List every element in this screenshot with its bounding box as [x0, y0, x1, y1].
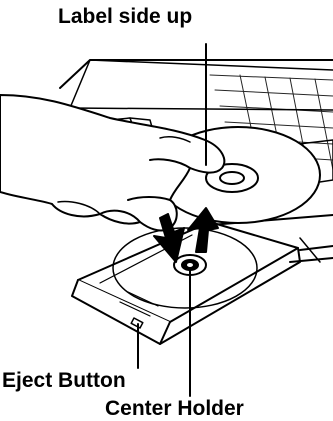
label-side-up-callout: Label side up	[58, 6, 192, 27]
eject-button-callout: Eject Button	[2, 370, 126, 391]
center-holder-callout: Center Holder	[105, 398, 244, 419]
disc-tray-icon	[72, 222, 300, 344]
